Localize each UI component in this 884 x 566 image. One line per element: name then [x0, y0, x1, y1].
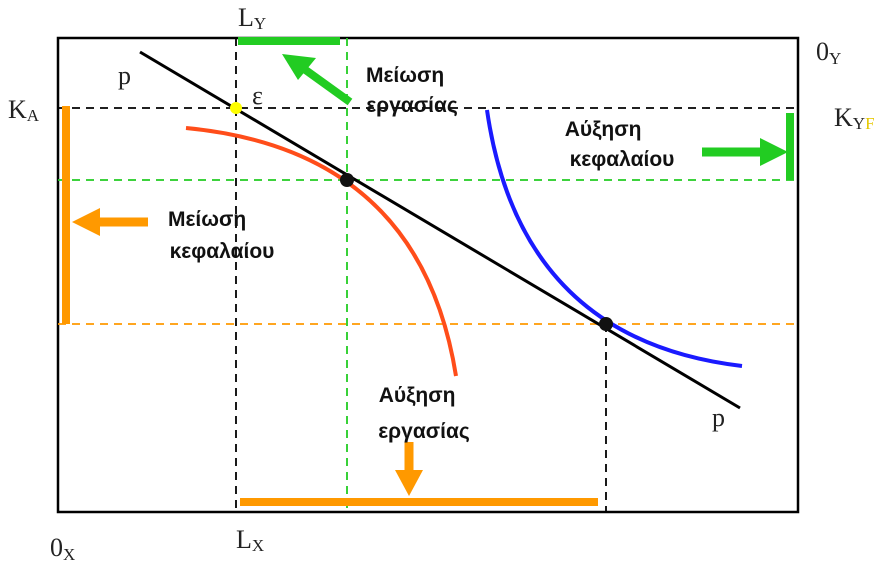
labour-increase-text: Αύξηση εργασίας [378, 384, 470, 443]
capital-increase-arrow [702, 138, 788, 166]
capital-decrease-arrow [72, 208, 148, 236]
initial-allocation-point [230, 102, 242, 114]
origin-x-label: 0X [50, 533, 75, 564]
kyf-label: KYF [834, 103, 875, 133]
lx-label: LX [236, 525, 264, 555]
labour-decrease-text: Μείωση εργασίας [366, 64, 458, 117]
isoquant-y-curve [485, 109, 743, 368]
tangency-point-x [340, 173, 354, 187]
price-line-bottom-label: p [712, 403, 725, 432]
capital-decrease-text: Μείωση κεφαλαίου [168, 208, 274, 263]
ly-label: LY [238, 3, 266, 33]
box-frame [56, 36, 800, 514]
origin-y-label: 0Y [816, 37, 841, 68]
isoquant-x-curve [185, 126, 458, 377]
labour-decrease-arrow [282, 54, 353, 106]
ka-label: KA [8, 95, 40, 125]
labour-increase-arrow [395, 442, 423, 496]
tangency-point-y [599, 317, 613, 331]
capital-increase-text: Αύξηση κεφαλαίου [565, 118, 675, 171]
epsilon-label: ε [252, 81, 263, 110]
price-line-top-label: p [118, 61, 131, 90]
